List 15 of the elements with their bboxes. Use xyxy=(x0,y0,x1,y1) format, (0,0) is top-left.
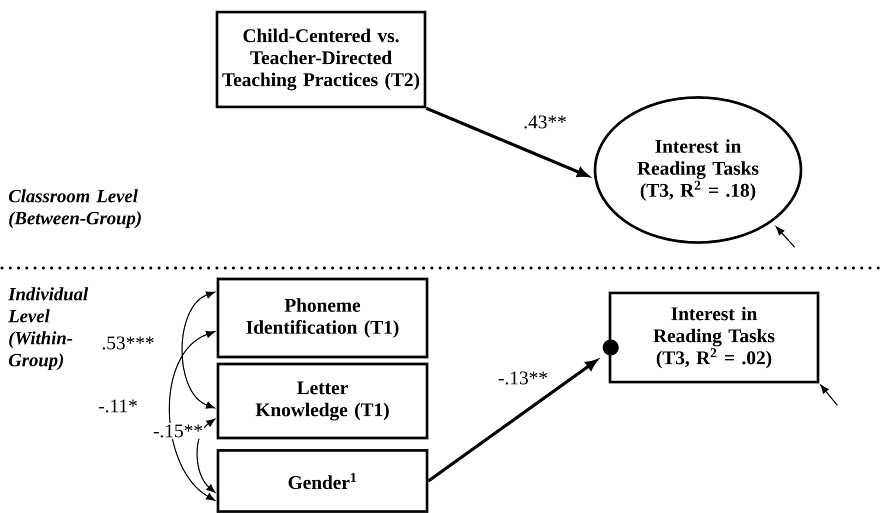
edge-label: .53*** xyxy=(100,335,156,351)
variable-box: Child-Centered vs. Teacher-Directed Teaching Practices (T2) xyxy=(216,10,426,108)
variable-box: Interest in Reading Tasks (T3, R$^{2}$ = .02) xyxy=(608,292,820,384)
variable-box: Phoneme Identification (T1) xyxy=(216,278,428,358)
variable-box: Gender$^{1}$ xyxy=(216,449,428,513)
variable-box: Letter Knowledge (T1) xyxy=(216,362,428,440)
correlation-arrow xyxy=(181,291,215,409)
level-label: Individual Level (Within-Group) xyxy=(8,287,88,370)
correlation-arrow xyxy=(196,418,216,493)
edge-label: -.15** xyxy=(152,423,204,439)
residual-arrow xyxy=(820,384,838,406)
correlation-arrow xyxy=(168,330,216,501)
edge-label: -.11* xyxy=(96,398,140,414)
residual-arrow xyxy=(776,226,796,248)
level-label: Classroom Level (Between-Group) xyxy=(8,189,141,228)
